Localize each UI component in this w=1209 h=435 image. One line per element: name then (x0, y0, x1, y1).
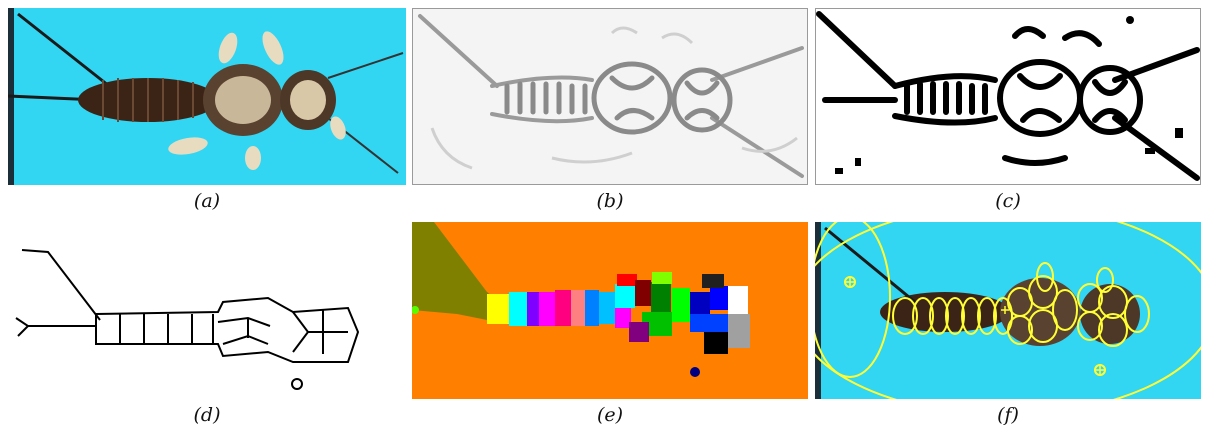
panel-c-binary-image (815, 8, 1201, 185)
contour-outline-image (8, 222, 406, 399)
panel-b-edge-map (412, 8, 808, 185)
segmentation-image (412, 222, 808, 399)
caption-b: (b) (570, 190, 650, 212)
panel-f-ellipse-fit (815, 222, 1201, 399)
edge-map-image (412, 8, 808, 185)
ellipse-fit-image (815, 222, 1201, 399)
panel-a-original-image (8, 8, 406, 185)
binary-edge-image (815, 8, 1201, 185)
caption-a: (a) (167, 190, 247, 212)
caption-f: (f) (968, 404, 1048, 426)
caption-e: (e) (570, 404, 650, 426)
panel-e-segmentation (412, 222, 808, 399)
insect-photo (8, 8, 406, 185)
panel-d-contour-outline (8, 222, 406, 399)
caption-d: (d) (167, 404, 247, 426)
caption-c: (c) (968, 190, 1048, 212)
